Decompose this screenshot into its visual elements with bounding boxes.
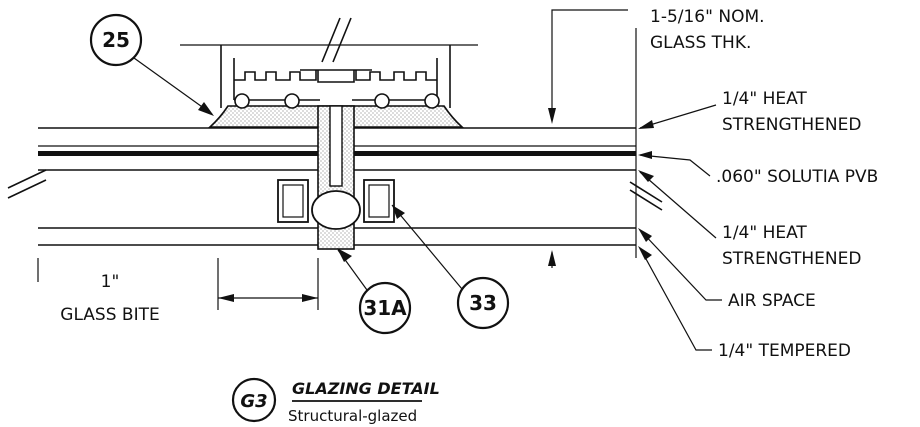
inner-heat-arrow [638, 170, 654, 182]
inner-heat-line1: 1/4" HEAT [722, 223, 807, 243]
thk-dim-leader [551, 9, 628, 108]
callout-33: 33 [391, 204, 510, 330]
spacer-left-inner [282, 184, 304, 218]
bite-arrow-left [218, 294, 234, 302]
break-mark-b [332, 17, 352, 63]
bite-value-text: 1" [101, 272, 120, 292]
interlayer-leader [639, 154, 711, 177]
outer-lite-line2: STRENGTHENED [722, 115, 861, 135]
mullion-fin-slot [329, 105, 343, 187]
left-break-b [7, 179, 47, 199]
callout-33-bubble [456, 276, 510, 330]
air-space-leader [639, 229, 722, 301]
gasket-bulb-4 [424, 93, 440, 109]
insulating-spacers [277, 179, 395, 230]
air-space-arrow [638, 228, 652, 242]
interlayer-arrow [638, 151, 652, 159]
glass-thk-line2: GLASS THK. [650, 33, 751, 53]
callout-31a-arrow [337, 248, 352, 262]
right-flange-teeth [355, 70, 437, 81]
outer-lite-arrow [638, 120, 654, 129]
break-lines [7, 169, 663, 211]
gasket-bulb-1 [234, 93, 250, 109]
glass-thk-line1: 1-5/16" NOM. [650, 7, 765, 27]
right-labels: 1-5/16" NOM. GLASS THK. 1/4" HEAT STRENG… [638, 7, 878, 361]
callout-31a: 31A [337, 248, 412, 335]
break-mark-a [321, 17, 341, 63]
callout-25-leader [133, 57, 213, 115]
tempered-arrow [638, 246, 652, 260]
spacer-right-inner [368, 184, 390, 218]
callout-33-leader [391, 204, 463, 290]
bite-label-text: GLASS BITE [60, 305, 159, 325]
inner-heat-leader [639, 171, 717, 239]
callout-31a-bubble [358, 281, 412, 335]
inner-heat-line2: STRENGTHENED [722, 249, 861, 269]
callout-25-arrow [198, 102, 214, 116]
tempered-leader [639, 247, 712, 351]
detail-tag-text: G3 [240, 391, 267, 412]
callout-33-arrow [392, 205, 405, 219]
backer-rod [311, 190, 361, 230]
mullion-t-stem [317, 70, 355, 83]
tempered-label: 1/4" TEMPERED [718, 341, 851, 361]
air-space-label: AIR SPACE [728, 291, 816, 311]
outer-lite-line1: 1/4" HEAT [722, 89, 807, 109]
callout-25-bubble [89, 13, 143, 67]
bite-arrow-right [302, 294, 318, 302]
left-flange-teeth [234, 70, 317, 81]
thk-dim-arrow-top [548, 108, 556, 124]
gasket-bulb-2 [284, 93, 300, 109]
left-break-a [7, 169, 47, 189]
callout-25: 25 [89, 13, 214, 116]
detail-title-block: G3 GLAZING DETAIL Structural-glazed [231, 377, 440, 425]
callout-31a-text: 31A [363, 296, 407, 320]
glass-thickness-dimension [548, 9, 637, 268]
callout-33-text: 33 [469, 291, 497, 315]
gasket-bulb-3 [374, 93, 390, 109]
detail-subtitle: Structural-glazed [288, 407, 417, 425]
interlayer-label: .060" SOLUTIA PVB [716, 167, 878, 187]
glass-bite-dimension: 1" GLASS BITE [37, 258, 319, 325]
detail-tag-bubble [231, 377, 277, 423]
callout-25-text: 25 [102, 28, 130, 52]
thk-dim-arrow-bottom [548, 250, 556, 266]
right-break-b [629, 189, 663, 211]
mullion-extrusion [180, 17, 478, 108]
right-break-a [629, 181, 663, 203]
detail-title: GLAZING DETAIL [292, 379, 440, 398]
